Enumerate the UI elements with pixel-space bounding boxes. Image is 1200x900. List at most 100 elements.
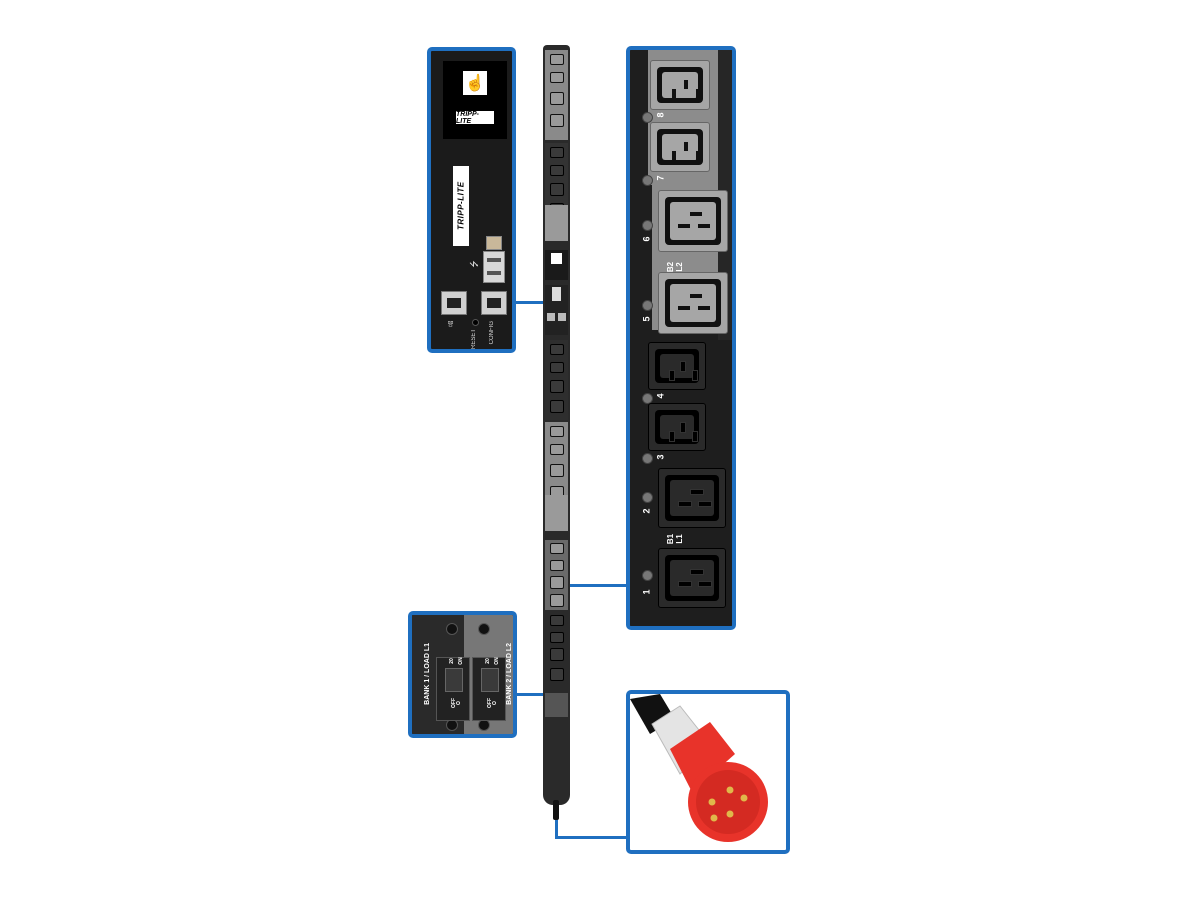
power-cord — [553, 800, 559, 820]
strip-outlet — [550, 54, 564, 65]
strip-display — [545, 250, 568, 280]
brand-logo-vertical: TRIPP-LITE — [453, 166, 469, 246]
breaker-1-on: ON — [457, 657, 464, 665]
outlet-7-led — [642, 175, 653, 186]
strip-outlet — [550, 576, 564, 589]
strip-section-bottom — [545, 612, 568, 687]
network-port-label: 品 — [449, 321, 455, 327]
strip-breaker-block-2 — [545, 495, 568, 531]
strip-outlet — [550, 72, 564, 83]
usb-b-port[interactable] — [486, 236, 502, 250]
strip-outlet — [550, 444, 564, 455]
outlet-6-number: 6 — [641, 236, 652, 242]
load-label: L2 — [675, 262, 685, 272]
outlet-8-led — [642, 112, 653, 123]
connector-line-plug-h — [555, 836, 627, 839]
strip-outlet — [550, 400, 564, 413]
breaker-1-rating: 20 — [448, 658, 455, 664]
outlet-8-number: 8 — [655, 112, 666, 118]
reset-button[interactable] — [472, 319, 479, 326]
strip-outlet — [550, 560, 564, 571]
reset-label: RESET — [471, 329, 477, 350]
bank-label-b1-l1: B1 L1 — [666, 534, 684, 544]
outlet-1-c19[interactable] — [658, 548, 726, 608]
outlet-7-c13[interactable] — [650, 122, 710, 172]
strip-outlet — [550, 615, 564, 626]
outlet-4-led — [642, 393, 653, 404]
connector-line-breakers — [517, 693, 544, 696]
outlet-4-number: 4 — [655, 393, 666, 399]
connector-line-plug-v — [555, 815, 558, 839]
outlet-6-c19[interactable] — [658, 190, 728, 252]
strip-outlet — [550, 165, 564, 176]
outlet-4-c13[interactable] — [648, 342, 706, 390]
connector-line-outlets — [569, 584, 627, 587]
screw — [446, 623, 458, 635]
strip-outlet — [550, 543, 564, 554]
breaker-bank-1[interactable]: 20 ON OFF O — [436, 657, 470, 721]
strip-breaker-block — [545, 205, 568, 241]
outlet-8-c13[interactable] — [650, 60, 710, 110]
outlets-callout: 8 7 6 B2 L2 5 — [626, 46, 736, 630]
breaker-2-label: BANK 2 / LOAD L2 — [506, 643, 513, 705]
bank-label: B2 — [666, 261, 676, 273]
outlet-3-c13[interactable] — [648, 403, 706, 451]
usb-a-ports[interactable] — [483, 251, 505, 283]
config-port-label: CONFIG — [489, 321, 495, 345]
strip-outlet — [550, 632, 564, 643]
strip-control-ports — [545, 285, 568, 335]
breaker-2-rating: 20 — [484, 658, 491, 664]
strip-outlet — [550, 648, 564, 661]
bank-label-b2-l2: B2 L2 — [666, 262, 684, 272]
outlet-2-c19[interactable] — [658, 468, 726, 528]
breaker-bank-2[interactable]: 20 ON OFF O — [472, 657, 506, 721]
config-port[interactable] — [481, 291, 507, 315]
brand-logo-small: TRIPP-LITE — [456, 111, 494, 125]
network-port[interactable] — [441, 291, 467, 315]
strip-outlet — [550, 92, 564, 105]
connector-line-panel — [514, 301, 544, 304]
strip-breakers-bottom — [545, 693, 568, 717]
breaker-1-label: BANK 1 / LOAD L1 — [424, 643, 431, 705]
iec-60309-plug-icon — [630, 694, 768, 842]
strip-outlet — [550, 668, 564, 681]
outlet-7-number: 7 — [655, 175, 666, 181]
outlet-1-led — [642, 570, 653, 581]
outlet-3-number: 3 — [655, 454, 666, 460]
strip-section-grey-2 — [545, 422, 568, 512]
outlet-2-led — [642, 492, 653, 503]
outlet-5-led — [642, 300, 653, 311]
strip-section-mid — [545, 540, 568, 610]
strip-outlet — [550, 464, 564, 477]
screw — [478, 623, 490, 635]
pdu-strip — [543, 45, 570, 805]
breaker-2-on: ON — [493, 657, 500, 665]
plug-callout — [626, 690, 790, 854]
strip-outlet — [550, 147, 564, 158]
strip-section-grey-top — [545, 50, 568, 140]
load-label: L1 — [675, 534, 685, 544]
strip-outlet — [550, 114, 564, 127]
touchscreen-hand-icon: ☝ — [463, 71, 487, 95]
outlet-6-led — [642, 220, 653, 231]
strip-outlet — [550, 344, 564, 355]
control-panel-callout: ☝ TRIPP-LITE TRIPP-LITE ⭍ 品 RESET CONFIG — [427, 47, 516, 353]
outlet-5-number: 5 — [641, 316, 652, 322]
breakers-callout: 20 ON OFF O BANK 1 / LOAD L1 20 ON OFF O… — [408, 611, 517, 738]
bank-label: B1 — [666, 533, 676, 545]
outlet-1-number: 1 — [641, 589, 652, 595]
strip-outlet — [550, 426, 564, 437]
outlet-2-number: 2 — [641, 508, 652, 514]
breaker-2-rocker[interactable] — [481, 668, 499, 692]
strip-outlet — [550, 380, 564, 393]
strip-outlet — [550, 594, 564, 607]
outlet-5-c19[interactable] — [658, 272, 728, 334]
touchscreen-display[interactable]: ☝ TRIPP-LITE — [443, 61, 507, 139]
breaker-2-off-symbol: O — [491, 701, 498, 705]
usb-icon: ⭍ — [468, 260, 479, 268]
outlet-3-led — [642, 453, 653, 464]
strip-outlet — [550, 183, 564, 196]
breaker-1-off-symbol: O — [455, 701, 462, 705]
breaker-1-rocker[interactable] — [445, 668, 463, 692]
strip-outlet — [550, 362, 564, 373]
